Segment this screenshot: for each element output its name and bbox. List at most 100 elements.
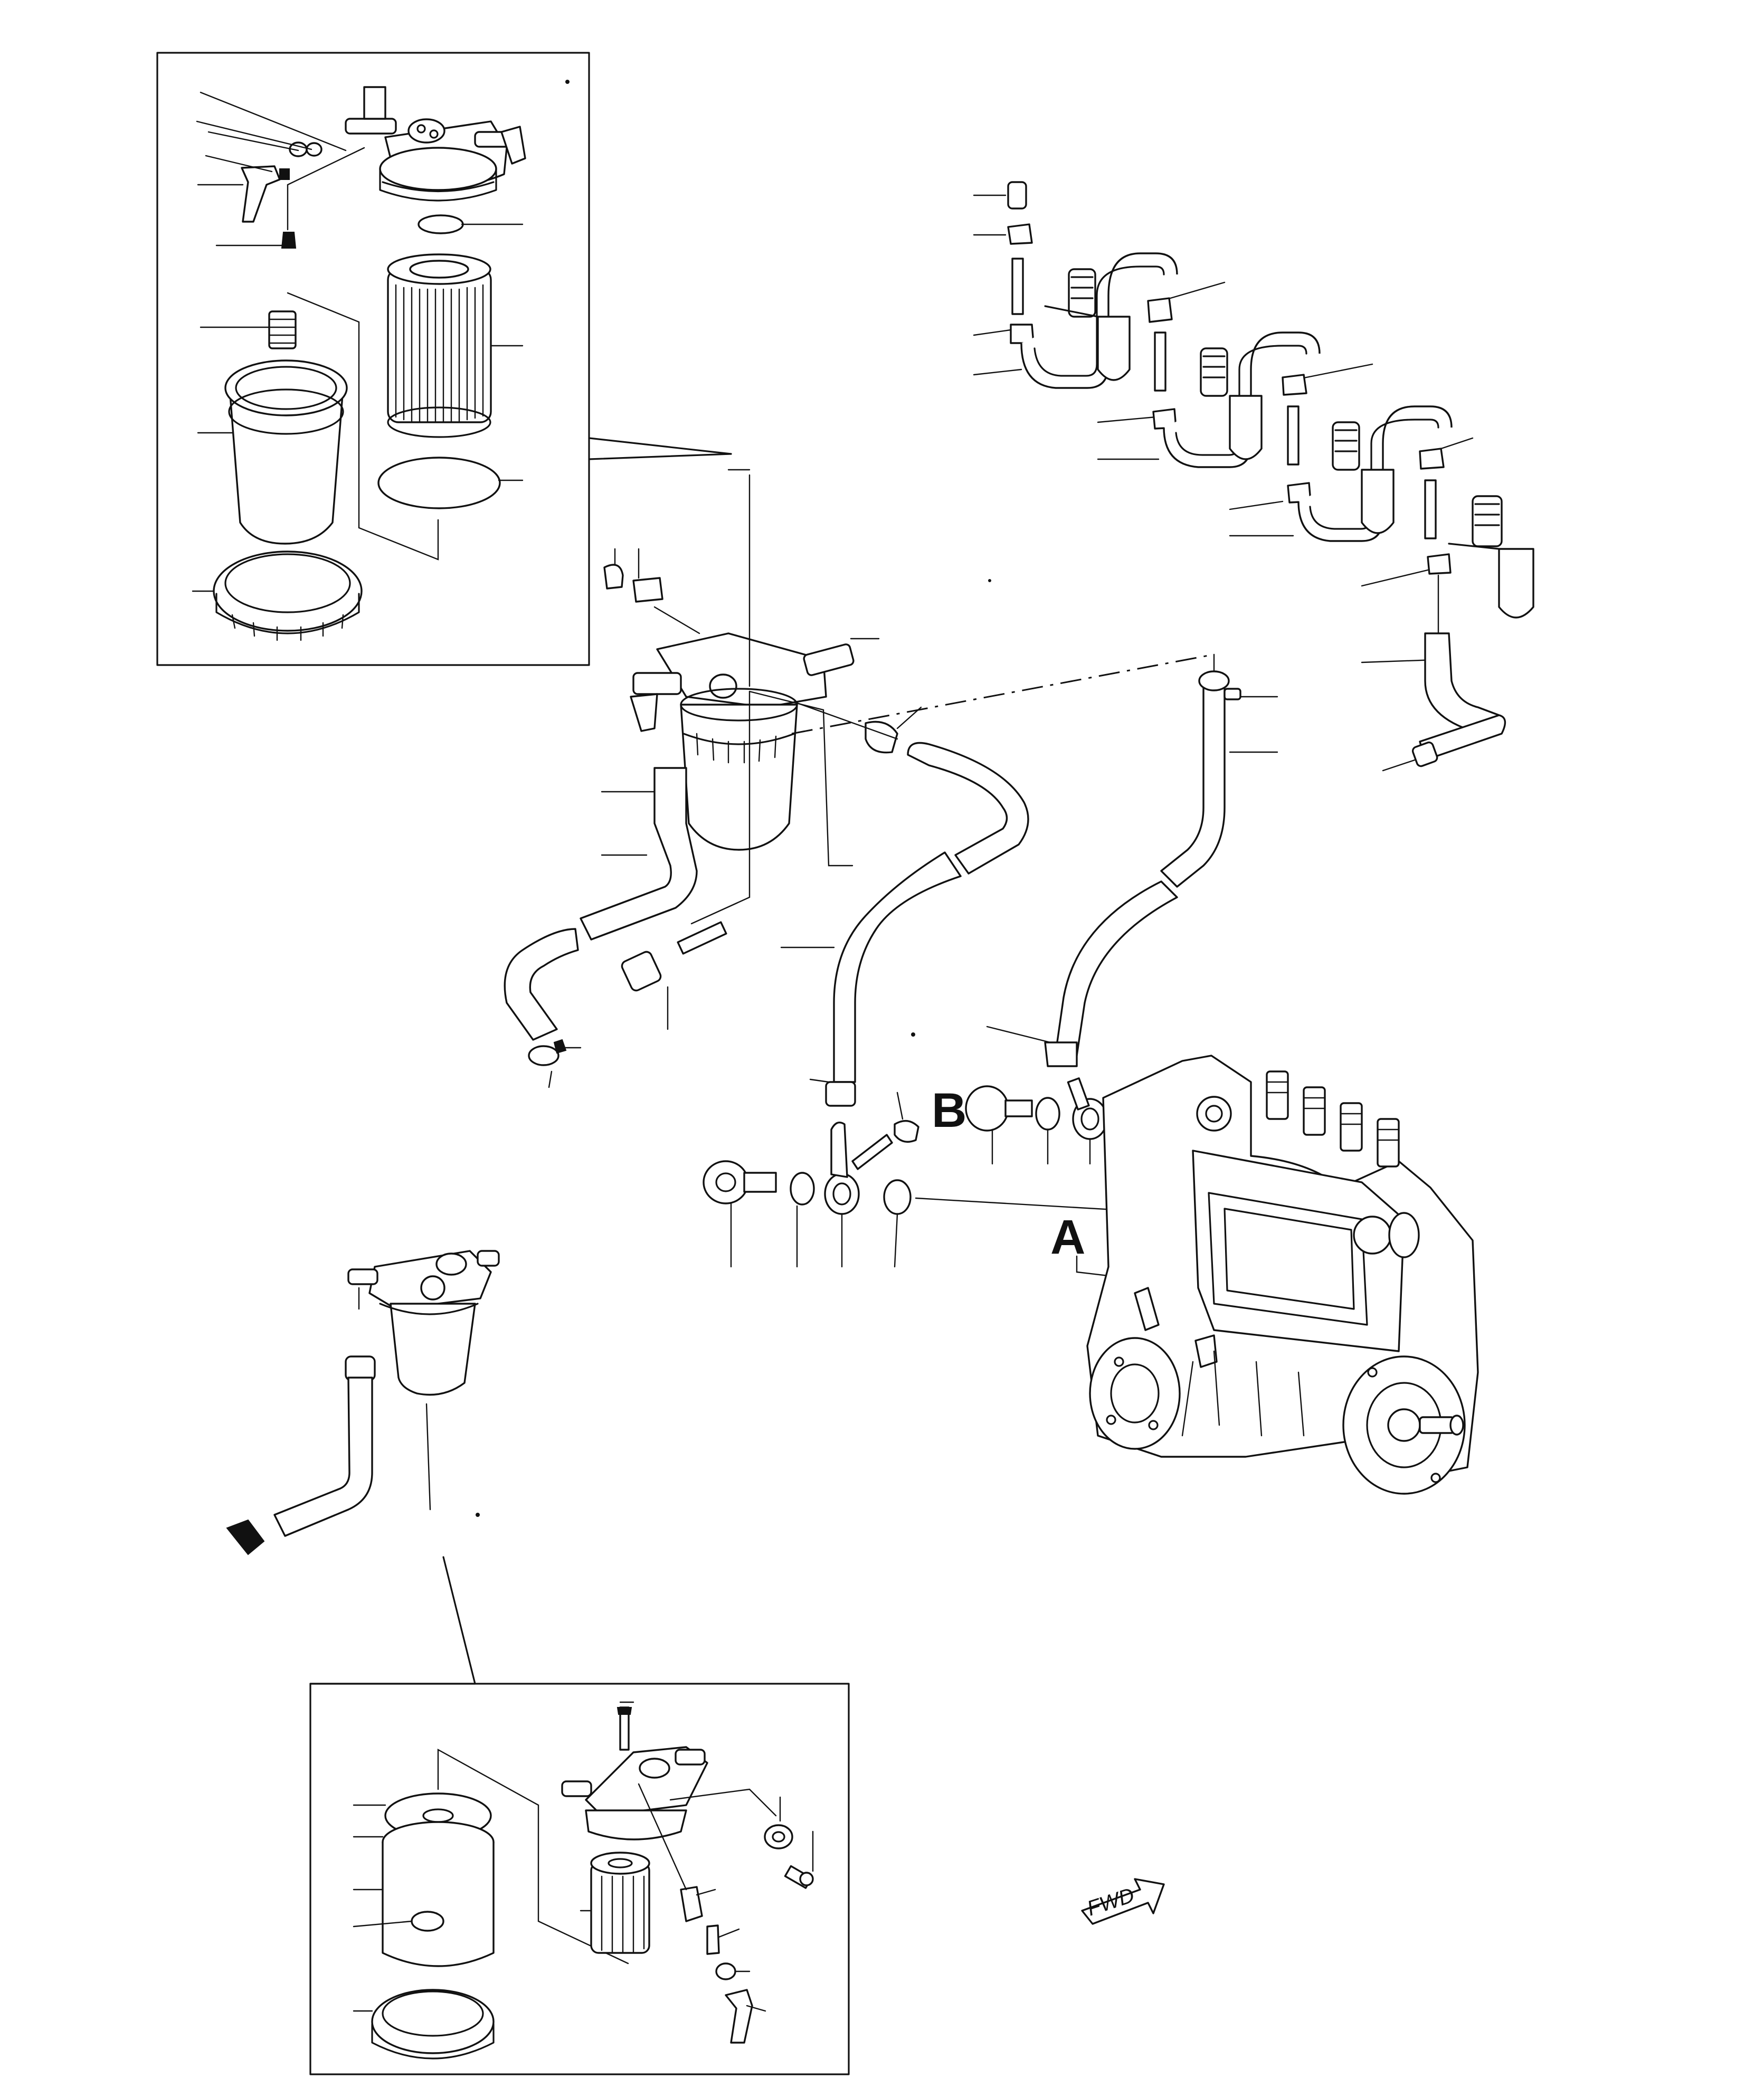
filter-bowl-main <box>680 704 798 851</box>
banjo-bolt-b <box>965 1085 1033 1132</box>
pump-housing-upper <box>1192 1150 1405 1352</box>
fuel-hose-lower-left <box>504 928 579 1041</box>
washer-a1 <box>790 1172 815 1206</box>
inset-top-connector <box>588 453 732 460</box>
leaders-bottom <box>353 1701 814 2012</box>
pump-plug <box>1388 1212 1420 1258</box>
return-hose-right-lower <box>1055 880 1178 1057</box>
o-ring-bottom <box>715 1962 736 1980</box>
banjo-a <box>824 1122 893 1215</box>
mount-guide <box>690 690 751 925</box>
filter-bowl-top <box>224 359 348 545</box>
spring-cup-top <box>268 310 297 349</box>
ring-nut-bottom <box>371 1989 495 2060</box>
spring-bottom <box>706 1924 720 1955</box>
filter-head-main <box>656 632 827 708</box>
label-b: B <box>932 1084 966 1137</box>
guide-bottom-2 <box>638 1783 687 1891</box>
washer-bottom-1 <box>764 1824 793 1849</box>
o-ring-large-top <box>377 457 501 509</box>
hose-clamp-2 <box>865 720 898 754</box>
drain-cock-bottom <box>725 1989 753 2044</box>
nozzle-4 <box>1448 495 1534 619</box>
pump-flange-right <box>1342 1355 1466 1495</box>
pipe-connector-4 <box>1424 479 1437 539</box>
filter-head-outlet <box>632 672 682 695</box>
arrow-inlet <box>226 1519 265 1555</box>
nozzle-2 <box>1200 347 1263 460</box>
label-a: A <box>1050 1210 1085 1264</box>
hose-right-cap <box>1198 670 1230 691</box>
speck <box>565 80 570 84</box>
pump-port-a <box>1353 1216 1392 1255</box>
axis-line-1 <box>791 653 1215 735</box>
washer-a2 <box>883 1179 912 1215</box>
clamp-pipe-4a <box>1419 448 1445 470</box>
pipe-connector-3 <box>1287 405 1300 466</box>
injection-pipes-group <box>973 181 1534 772</box>
return-hose-right-upper <box>1160 685 1226 888</box>
guide-line-top <box>287 292 439 561</box>
banjo-b <box>1067 1077 1108 1140</box>
mounting-bolt <box>621 921 727 1030</box>
filter-bowl-alt <box>390 1303 476 1396</box>
drain-lever <box>630 693 658 732</box>
return-hose-lower <box>833 851 962 1083</box>
speck <box>476 1513 480 1517</box>
guide-bottom-3 <box>669 1788 777 1817</box>
inset-filter-top <box>156 52 732 666</box>
washer-b1 <box>1035 1097 1060 1131</box>
nozzle-3 <box>1332 421 1395 534</box>
inset-filter-bottom <box>309 1683 850 2075</box>
nozzle-1 <box>1044 268 1131 381</box>
washer-small-top <box>306 142 323 157</box>
injection-pump <box>1086 1055 1479 1495</box>
return-hose-upper <box>907 742 1029 875</box>
hose-fitting-alt <box>345 1355 376 1381</box>
air-vent-knob <box>709 673 737 699</box>
fuel-filter-assembly <box>504 469 1278 1107</box>
banjo-bolt-a <box>703 1160 777 1204</box>
hose-clamp-1 <box>632 577 663 603</box>
inset-frame-top <box>156 52 590 666</box>
speck <box>988 579 991 582</box>
cap-1 <box>1007 181 1027 210</box>
ring-nut-top <box>213 551 363 641</box>
clamp-pipe-4b <box>1427 553 1452 575</box>
pump-flange-left <box>1089 1337 1181 1450</box>
o-ring-top <box>418 214 464 234</box>
hose-clamp-4 <box>1044 1041 1078 1067</box>
hose-end-fitting <box>528 1045 559 1066</box>
clamp-pipe-2a <box>1147 297 1173 323</box>
inset-top-connector-2 <box>588 437 732 455</box>
filter-assembly-alt <box>226 1250 500 1555</box>
delivery-valves <box>1266 1070 1400 1168</box>
inset-frame-bottom <box>309 1683 850 2075</box>
mount-guide-2 <box>748 690 853 867</box>
hose-clamp-3 <box>825 1081 856 1107</box>
fwd-direction-arrow: FWD <box>1081 1878 1165 1925</box>
leaders-top-right <box>461 223 524 481</box>
filter-head-top <box>345 86 526 202</box>
pipe-connector-2 <box>1154 331 1166 392</box>
filter-bowl-bottom <box>382 1821 495 1967</box>
filter-element-bottom <box>590 1852 650 1954</box>
plug-bottom <box>680 1886 703 1922</box>
pump-inlet-port <box>1196 1096 1232 1132</box>
clip-b <box>894 1119 919 1143</box>
control-lever <box>1134 1287 1160 1331</box>
vent-screw-guide-top <box>287 147 365 231</box>
leak-off-cap <box>1411 741 1438 767</box>
inset-bottom-connector <box>309 1556 476 1685</box>
fuel-hose-alt <box>273 1377 373 1537</box>
speck <box>911 1032 915 1037</box>
spring-top <box>279 168 290 180</box>
pipe-connector-1 <box>1011 258 1024 315</box>
filter-head-inlet <box>803 643 855 676</box>
leaders-top-left <box>192 91 347 592</box>
drain-cock-top <box>241 165 281 223</box>
air-vent-screw-top <box>281 232 297 249</box>
clamp-pipe-3a <box>1282 374 1307 396</box>
leak-off-hose-2 <box>1419 714 1506 761</box>
